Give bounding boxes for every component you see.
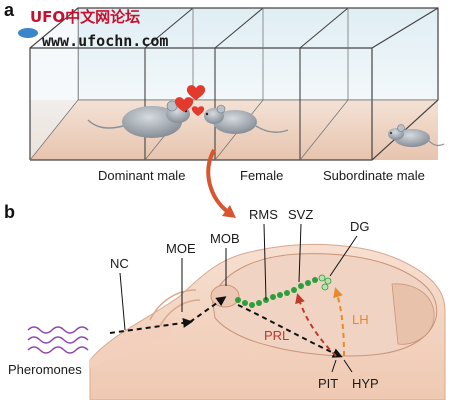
- label-mob: MOB: [210, 231, 240, 246]
- label-subordinate-male: Subordinate male: [323, 168, 425, 183]
- heart-icon: [174, 97, 194, 112]
- watermark-line1: UFO中文网论坛: [30, 8, 140, 26]
- label-moe: MOE: [166, 241, 196, 256]
- label-dominant-male: Dominant male: [98, 168, 185, 183]
- label-dg: DG: [350, 219, 370, 234]
- prl-pathway-arrow: [295, 293, 337, 357]
- label-svz: SVZ: [288, 207, 313, 222]
- label-leader-lines: [119, 223, 358, 373]
- pheromone-waves: [27, 326, 89, 354]
- watermark-logo: UFO中文网论坛 www.ufochn.com: [18, 8, 168, 50]
- label-lh: LH: [352, 312, 369, 327]
- label-prl: PRL: [264, 328, 289, 343]
- olfactory-pathway-arrows: [109, 296, 343, 358]
- panel-b-letter: b: [4, 202, 15, 222]
- label-pit: PIT: [318, 376, 338, 391]
- mouse-icon: [204, 104, 289, 134]
- mouse-icon: [388, 124, 445, 147]
- label-female: Female: [240, 168, 283, 183]
- label-pheromones: Pheromones: [8, 362, 82, 377]
- curved-arrow-icon: [206, 149, 236, 218]
- panel-a-letter: a: [4, 0, 15, 20]
- label-rms: RMS: [249, 207, 278, 222]
- mouse-head-illustration: [89, 243, 446, 400]
- watermark-line2: www.ufochn.com: [42, 32, 168, 50]
- label-nc: NC: [110, 256, 129, 271]
- cage-icon: [29, 7, 439, 161]
- heart-icon: [191, 106, 205, 116]
- label-hyp: HYP: [352, 376, 379, 391]
- heart-icon: [186, 85, 206, 100]
